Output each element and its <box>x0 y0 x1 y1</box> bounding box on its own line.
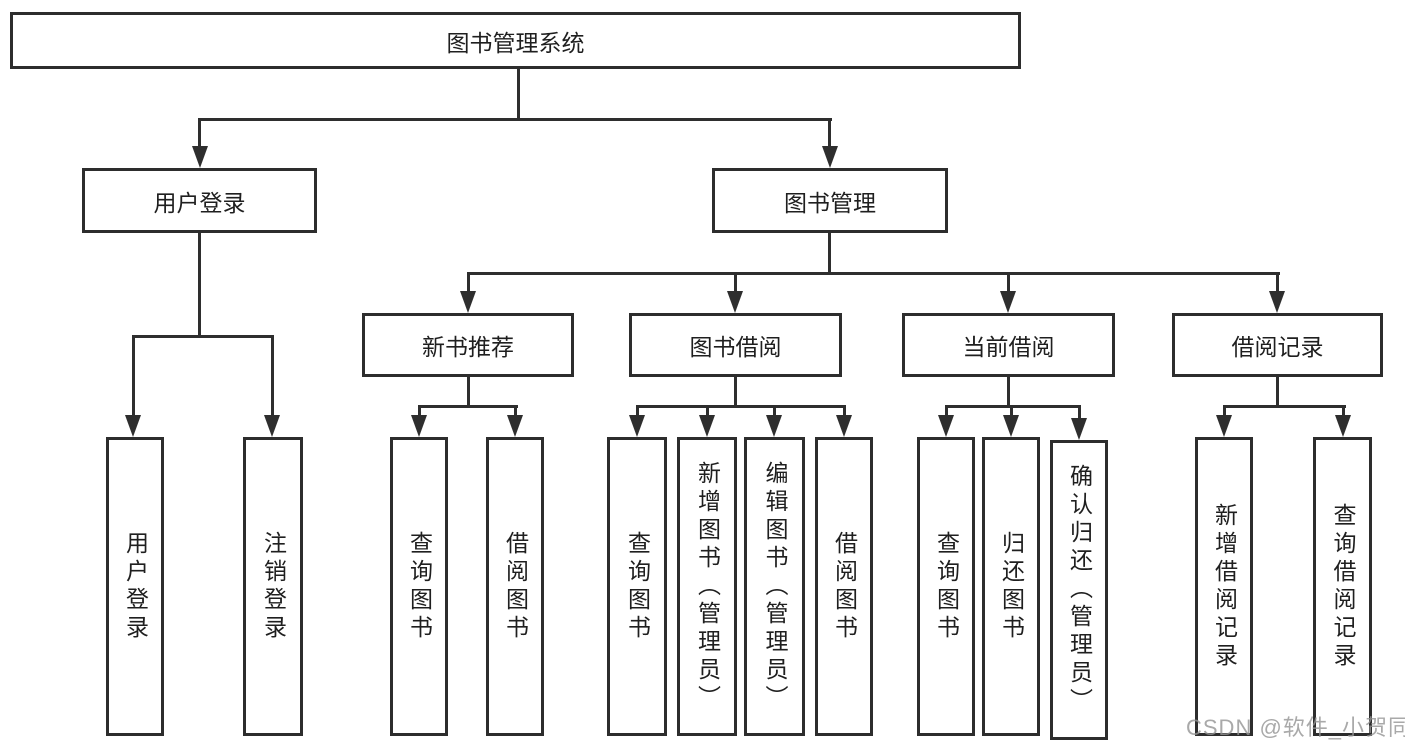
connector-line <box>1007 377 1010 407</box>
node-user-login: 用户登录 <box>82 168 317 233</box>
connector-line <box>418 405 518 408</box>
node-label: 当前借阅 <box>962 334 1055 360</box>
connector-line <box>734 272 737 296</box>
connector-line <box>773 405 776 420</box>
connector-line <box>1078 405 1081 422</box>
connector-line <box>636 405 639 420</box>
connector-line <box>198 118 201 152</box>
watermark: CSDN @软件_小贺同学 <box>1186 715 1405 740</box>
arrow-down-icon <box>629 415 645 437</box>
connector-line <box>467 377 470 407</box>
connector-line <box>1223 405 1226 420</box>
connector-line <box>467 272 1280 275</box>
connector-line <box>843 405 846 420</box>
connector-line <box>1010 405 1013 420</box>
arrow-down-icon <box>1071 418 1087 440</box>
arrow-down-icon <box>836 415 852 437</box>
node-label: 新增图书（管理员） <box>694 460 721 713</box>
connector-line <box>706 405 709 420</box>
node-add-borrow-record: 新增借阅记录 <box>1195 437 1253 736</box>
arrow-down-icon <box>264 415 280 437</box>
arrow-down-icon <box>727 291 743 313</box>
connector-line <box>271 335 274 421</box>
node-add-books-admin: 新增图书（管理员） <box>677 437 737 736</box>
connector-line <box>1342 405 1345 420</box>
arrow-down-icon <box>507 415 523 437</box>
connector-line <box>945 405 948 420</box>
node-edit-books-admin: 编辑图书（管理员） <box>744 437 805 736</box>
connector-line <box>418 405 421 420</box>
node-label: 借阅图书 <box>831 530 858 643</box>
arrow-down-icon <box>460 291 476 313</box>
node-label: 用户登录 <box>122 530 149 643</box>
connector-line <box>636 405 846 408</box>
arrow-down-icon <box>1216 415 1232 437</box>
node-label: 借阅记录 <box>1231 334 1324 360</box>
connector-line <box>734 377 737 407</box>
node-label: 归还图书 <box>998 530 1025 643</box>
arrow-down-icon <box>125 415 141 437</box>
node-label: 图书管理 <box>784 189 876 216</box>
node-confirm-return-admin: 确认归还（管理员） <box>1050 440 1108 740</box>
node-user-login-action: 用户登录 <box>106 437 164 736</box>
node-label: 借阅图书 <box>502 530 529 643</box>
node-label: 查询图书 <box>406 530 433 643</box>
connector-line <box>517 69 520 120</box>
arrow-down-icon <box>766 415 782 437</box>
node-label: 查询借阅记录 <box>1330 502 1356 671</box>
connector-line <box>1276 377 1279 407</box>
node-return-books: 归还图书 <box>982 437 1040 736</box>
arrow-down-icon <box>192 146 208 168</box>
node-root: 图书管理系统 <box>10 12 1021 69</box>
connector-line <box>199 118 832 121</box>
node-label: 新书推荐 <box>422 334 514 360</box>
arrow-down-icon <box>1003 415 1019 437</box>
node-borrowing-records: 借阅记录 <box>1172 313 1383 377</box>
arrow-down-icon <box>411 415 427 437</box>
node-recommend-query-books: 查询图书 <box>390 437 448 736</box>
node-label: 注销登录 <box>260 530 287 643</box>
connector-line <box>828 118 831 152</box>
connector-line <box>828 233 831 274</box>
node-borrow-query-books: 查询图书 <box>607 437 667 736</box>
arrow-down-icon <box>1335 415 1351 437</box>
connector-line <box>467 272 470 296</box>
node-current-query-books: 查询图书 <box>917 437 975 736</box>
node-label: 新增借阅记录 <box>1211 502 1238 671</box>
arrow-down-icon <box>822 146 838 168</box>
connector-line <box>132 335 135 421</box>
connector-line <box>945 405 1081 408</box>
node-label: 查询图书 <box>933 530 960 643</box>
node-label: 图书借阅 <box>689 334 782 360</box>
node-logout: 注销登录 <box>243 437 303 736</box>
arrow-down-icon <box>938 415 954 437</box>
connector-line <box>514 405 517 420</box>
node-new-book-recommend: 新书推荐 <box>362 313 574 377</box>
arrow-down-icon <box>1000 291 1016 313</box>
node-label: 查询图书 <box>624 530 651 643</box>
connector-line <box>132 335 274 338</box>
node-label: 用户登录 <box>153 189 246 216</box>
connector-line <box>1223 405 1346 408</box>
node-query-borrow-record: 查询借阅记录 <box>1313 437 1372 736</box>
connector-line <box>1007 272 1010 296</box>
arrow-down-icon <box>1269 291 1285 313</box>
node-borrow-borrow-books: 借阅图书 <box>815 437 873 736</box>
node-current-borrowing: 当前借阅 <box>902 313 1115 377</box>
node-label: 图书管理系统 <box>446 29 585 56</box>
node-label: 确认归还（管理员） <box>1066 464 1093 716</box>
node-book-borrowing: 图书借阅 <box>629 313 842 377</box>
node-book-management: 图书管理 <box>712 168 948 233</box>
connector-line <box>1276 272 1279 296</box>
node-recommend-borrow-books: 借阅图书 <box>486 437 544 736</box>
node-label: 编辑图书（管理员） <box>762 460 788 713</box>
arrow-down-icon <box>699 415 715 437</box>
connector-line <box>198 232 201 337</box>
